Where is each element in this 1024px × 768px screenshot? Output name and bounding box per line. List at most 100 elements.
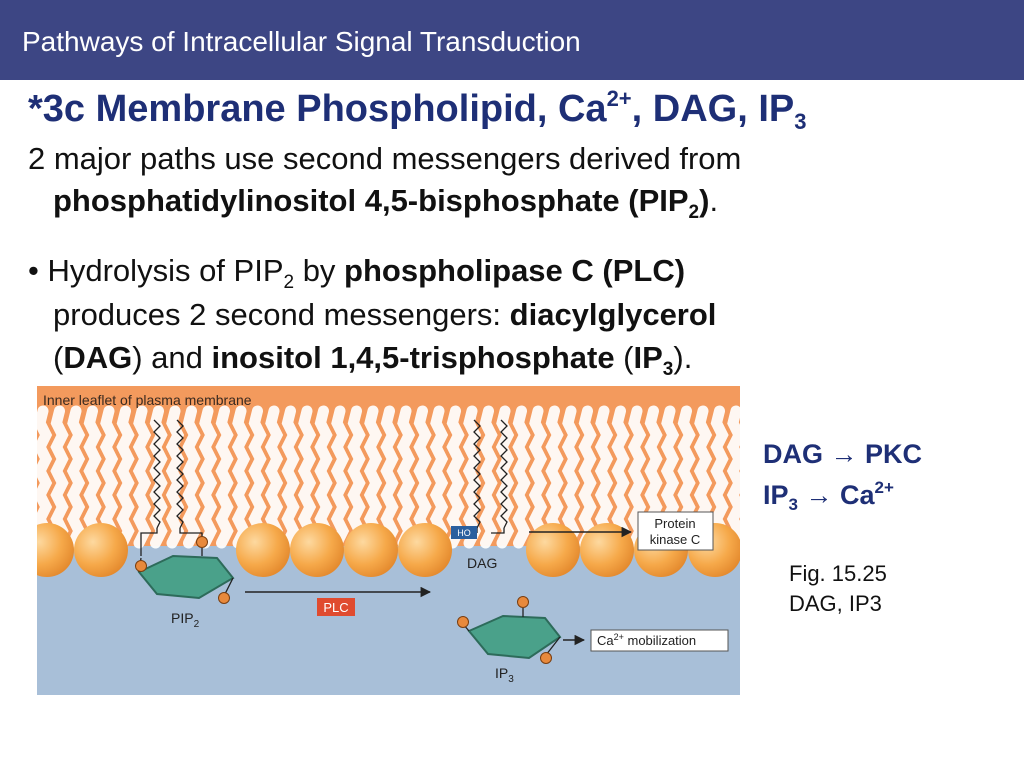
- lipid-tail: [330, 405, 350, 549]
- lipid-tail: [446, 405, 465, 549]
- pkc-label-2: kinase C: [650, 532, 701, 547]
- lipid-tail: [347, 405, 366, 549]
- plc-label: PLC: [323, 600, 348, 615]
- lipid-tail: [314, 405, 333, 549]
- slide-heading: *3c Membrane Phospholipid, Ca2+, DAG, IP…: [28, 86, 806, 135]
- caption-line-2: DAG, IP3: [789, 591, 882, 616]
- lipid-tail: [363, 405, 383, 549]
- lipid-head: [74, 523, 128, 577]
- dag-tails: [473, 419, 508, 534]
- lipid-tail: [710, 405, 729, 549]
- ip3-phosphate-2: [517, 596, 529, 608]
- ip3-phosphate-3: [540, 652, 552, 664]
- bullet-line-2: produces 2 second messengers: diacylglyc…: [53, 297, 716, 333]
- bullet-l3-bold2: inositol 1,4,5-trisphosphate: [211, 340, 615, 375]
- lipid-tail: [83, 405, 102, 549]
- lipid-tail: [215, 405, 234, 549]
- pip2-molecule: PIP2: [135, 536, 235, 630]
- ca-label: Ca2+ mobilization: [597, 632, 696, 648]
- header-bar: Pathways of Intracellular Signal Transdu…: [0, 0, 1024, 80]
- heading-sup: 2+: [606, 86, 632, 111]
- lipid-tail: [116, 405, 135, 549]
- lipid-tail: [413, 405, 432, 549]
- lipid-tail: [149, 405, 168, 549]
- lipid-tail: [512, 405, 531, 549]
- lipid-tail: [545, 405, 564, 549]
- bullet-l1-b: by: [294, 253, 345, 288]
- lipid-head: [526, 523, 580, 577]
- ho-box: [451, 526, 477, 539]
- lipid-tail: [578, 405, 597, 549]
- pkc-label-1: Protein: [654, 516, 695, 531]
- bullet-line-3: (DAG) and inositol 1,4,5-trisphosphate (…: [53, 340, 692, 381]
- caption-line-1: Fig. 15.25: [789, 561, 887, 586]
- pip2-phosphate-1: [135, 560, 147, 572]
- lipid-tail: [479, 405, 498, 549]
- lipid-tail: [297, 405, 317, 549]
- lipid-tail: [726, 405, 746, 549]
- lipid-tail: [66, 405, 86, 549]
- header-title: Pathways of Intracellular Signal Transdu…: [22, 26, 581, 57]
- bullet-l3-c: (: [614, 340, 634, 375]
- ca-box: [590, 629, 729, 652]
- lipid-head: [344, 523, 398, 577]
- ho-label: HO: [457, 528, 471, 538]
- lipid-tail: [248, 405, 267, 549]
- lipid-tail: [380, 405, 399, 549]
- bullet-marker: •: [28, 253, 39, 288]
- bullet-l2-bold: diacylglycerol: [509, 297, 717, 332]
- pkc-box: [637, 511, 714, 551]
- lipid-tail: [429, 405, 449, 549]
- side-dag-pkc: DAG → PKC: [763, 439, 923, 469]
- bullet-l3-d: ).: [673, 340, 693, 375]
- bullet-l3-a: (: [53, 340, 64, 375]
- ip3-molecule: IP3: [457, 596, 562, 685]
- lipid-tail: [462, 405, 482, 549]
- lipid-tail: [495, 405, 515, 549]
- bullet-l3-b: ) and: [132, 340, 212, 375]
- bullet-l3-sub: 3: [662, 359, 674, 380]
- lipid-tail: [231, 405, 251, 549]
- lipid-head: [290, 523, 344, 577]
- bullet-l3-bold3: IP: [633, 340, 663, 375]
- lipid-tail: [50, 405, 69, 549]
- lipid-tail: [182, 405, 201, 549]
- lipid-head: [398, 523, 452, 577]
- lipid-head: [580, 523, 634, 577]
- bullet-l1-bold: phospholipase C (PLC): [344, 253, 686, 288]
- heading-rest: , DAG, IP: [631, 88, 795, 130]
- intro-end: .: [709, 183, 719, 218]
- pip2-phosphate-3: [218, 592, 230, 604]
- bullet-l1-a: Hydrolysis of PIP: [47, 253, 284, 288]
- side-ip3-ca: IP3 → Ca2+: [763, 478, 894, 515]
- bullet-l3-bold1: DAG: [63, 340, 133, 375]
- side-ip3-sub: 3: [788, 495, 798, 514]
- side-ip3-a: IP: [763, 480, 789, 510]
- lipid-tail: [594, 405, 614, 549]
- plc-box: [317, 598, 355, 616]
- lipid-tail: [99, 405, 119, 549]
- lipid-tail: [528, 405, 548, 549]
- intro-bold-end: ): [699, 183, 710, 218]
- bullet-l2-a: produces 2 second messengers:: [53, 297, 510, 332]
- lipid-tail: [33, 405, 53, 549]
- dag-label: DAG: [467, 555, 497, 571]
- ip3-label: IP3: [495, 665, 514, 685]
- ip3-phosphate-1: [457, 616, 469, 628]
- side-ip3-b: → Ca: [797, 480, 875, 510]
- lipid-tail: [561, 405, 581, 549]
- pip2-phosphate-2: [196, 536, 208, 548]
- membrane-label: Inner leaflet of plasma membrane: [43, 392, 252, 408]
- heading-main: *3c Membrane Phospholipid, Ca: [28, 88, 607, 130]
- lipid-tail: [264, 405, 284, 549]
- bullet-l1-sub: 2: [283, 272, 295, 293]
- pip2-label: PIP2: [171, 610, 200, 630]
- intro-line-1: 2 major paths use second messengers deri…: [28, 141, 742, 176]
- intro-sub: 2: [688, 202, 700, 223]
- lipid-tail: [396, 405, 416, 549]
- intro-bold: phosphatidylinositol 4,5-bisphosphate (P…: [53, 183, 689, 218]
- lipid-head: [236, 523, 290, 577]
- side-ip3-sup: 2+: [874, 478, 894, 497]
- membrane-diagram: Inner leaflet of plasma membrane PIP2 PL…: [20, 386, 746, 695]
- lipid-tail: [611, 405, 630, 549]
